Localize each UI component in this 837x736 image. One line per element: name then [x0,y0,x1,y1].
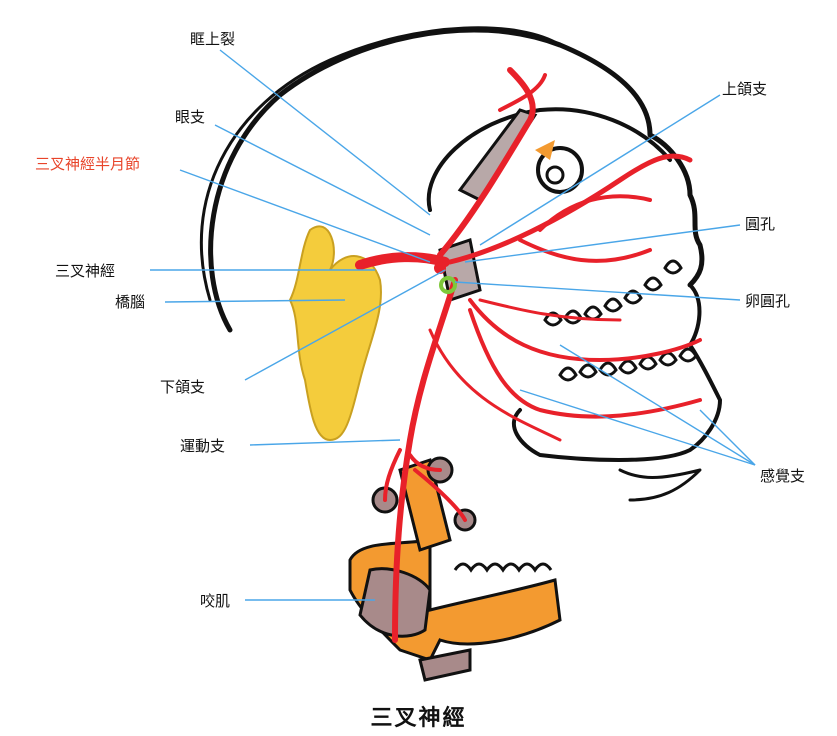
label-trigeminal-nerve: 三叉神經 [55,262,115,280]
label-foramen-rotundum: 圓孔 [745,215,775,233]
label-mandibular-branch: 下頜支 [160,378,205,396]
label-foramen-ovale: 卵圓孔 [745,292,790,310]
lower-tooth [680,349,696,361]
lower-tooth [640,357,656,369]
upper-tooth [605,299,621,311]
maxillary-branch-2 [540,196,650,230]
bone-parts [440,110,582,300]
label-pons: 橋腦 [115,293,145,311]
label-maxillary-branch: 上頜支 [722,80,767,98]
eye-pupil [547,167,563,183]
lower-tooth [580,365,596,377]
lingual-branch [470,300,700,360]
leader-lines [150,50,755,600]
lower-teeth [560,349,696,380]
leader-motor [250,440,400,445]
lower-tooth [600,363,616,375]
upper-tooth [665,261,681,273]
jaw-teeth-row [455,564,551,570]
label-motor-branch: 運動支 [180,437,225,455]
leader-ovale [455,282,740,300]
label-sensory-branch: 感覺支 [760,467,805,485]
lower-tooth [560,368,576,380]
lower-tooth [620,361,636,373]
label-orbital-fissure: 眶上裂 [190,30,235,48]
figure-caption: 三叉神經 [0,700,837,732]
mandible-lower-branch [430,330,560,440]
masticatory-group [350,458,560,680]
lower-tooth [660,353,676,365]
jaw-lower-line [620,470,700,500]
upper-tooth [585,307,601,319]
trigeminal-root [360,257,445,265]
upper-teeth [545,261,681,325]
label-masticatory-muscle: 咬肌 [200,592,230,610]
leader-sensory-2 [560,345,755,465]
label-semilunar-ganglion: 三叉神經半月節 [35,155,140,173]
leader-ophthalmic [215,125,430,235]
label-ophthalmic-branch: 眼支 [175,108,205,126]
maxillary-branch-1 [520,240,650,261]
upper-tooth [645,278,661,290]
leader-orbital-fissure [220,50,430,215]
